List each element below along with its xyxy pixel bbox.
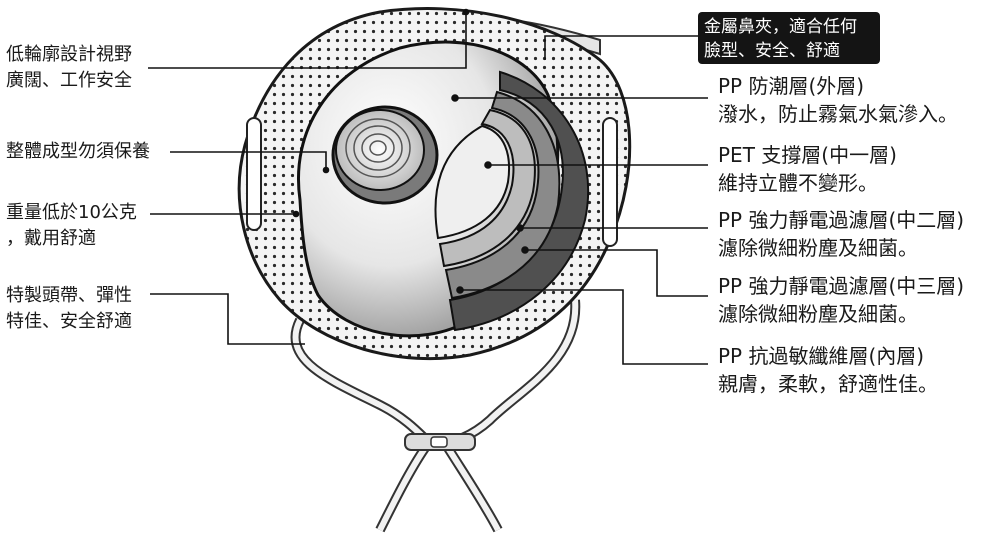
- label-line: 低輪廓設計視野: [6, 44, 132, 65]
- layer-cutaway: [434, 70, 590, 332]
- layer-title: PP 抗過敏纖維層(內層): [718, 344, 925, 368]
- strap-slot-right: [602, 117, 618, 247]
- head-strap: [290, 299, 581, 533]
- label-line: ，戴用舒適: [6, 228, 96, 249]
- label-low-profile: 低輪廓設計視野 廣闊、工作安全: [6, 42, 132, 94]
- layer-inner: PP 抗過敏纖維層(內層) 親膚，柔軟，舒適性佳。: [718, 342, 938, 398]
- layer-desc: 濾除微細粉塵及細菌。: [718, 236, 918, 260]
- label-line: 重量低於10公克: [6, 202, 137, 223]
- layer-outer: PP 防潮層(外層) 潑水，防止霧氣水氣滲入。: [718, 72, 958, 128]
- label-one-piece: 整體成型勿須保養: [6, 139, 150, 165]
- layer-desc: 濾除微細粉塵及細菌。: [718, 302, 918, 326]
- label-line: 廣闊、工作安全: [6, 70, 132, 91]
- layer-title: PP 防潮層(外層): [718, 74, 865, 98]
- layer-desc: 維持立體不變形。: [718, 171, 878, 195]
- label-line: 特佳、安全舒適: [6, 311, 132, 332]
- tag-line: 金屬鼻夾，適合任何: [704, 17, 857, 37]
- layer-title: PET 支撐層(中一層): [718, 143, 897, 167]
- layer-desc: 潑水，防止霧氣水氣滲入。: [718, 102, 958, 126]
- label-line: 整體成型勿須保養: [6, 141, 150, 162]
- nose-clip-tag: 金屬鼻夾，適合任何 臉型、安全、舒適: [698, 12, 880, 64]
- leader-lines: [148, 8, 708, 365]
- exhalation-valve: [331, 105, 439, 205]
- tag-line: 臉型、安全、舒適: [704, 41, 840, 61]
- layer-middle-3: PP 強力靜電過濾層(中三層) 濾除微細粉塵及細菌。: [718, 272, 964, 328]
- layer-title: PP 強力靜電過濾層(中二層): [718, 208, 965, 232]
- layer-middle-1: PET 支撐層(中一層) 維持立體不變形。: [718, 141, 897, 197]
- strap-slot-left: [246, 117, 262, 231]
- layer-desc: 親膚，柔軟，舒適性佳。: [718, 372, 938, 396]
- layer-title: PP 強力靜電過濾層(中三層): [718, 274, 965, 298]
- label-headband: 特製頭帶、彈性 特佳、安全舒適: [6, 283, 132, 335]
- layer-middle-2: PP 強力靜電過濾層(中二層) 濾除微細粉塵及細菌。: [718, 206, 964, 262]
- label-line: 特製頭帶、彈性: [6, 285, 132, 306]
- label-weight: 重量低於10公克 ，戴用舒適: [6, 200, 137, 252]
